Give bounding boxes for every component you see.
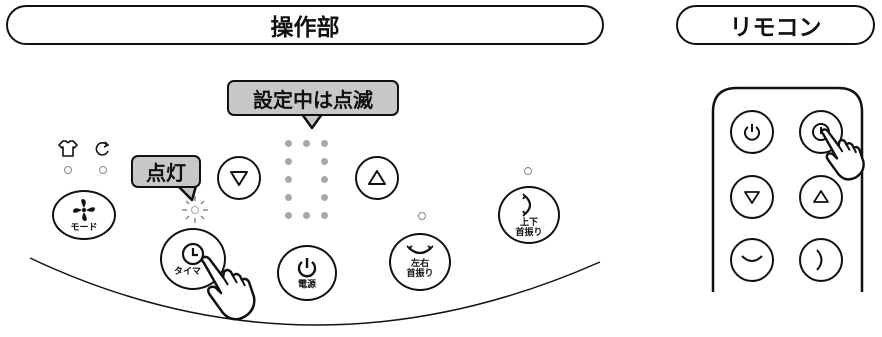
mode-button[interactable]: モード [52, 190, 116, 240]
shirt-icon [58, 140, 78, 157]
triangle-up-icon [813, 190, 829, 203]
power-button-label: 電源 [297, 280, 316, 290]
triangle-down-icon [744, 191, 760, 204]
pointing-hand-icon [820, 128, 865, 181]
horizontal-swing-button[interactable]: 左右 首振り [389, 233, 451, 291]
indicator-dot [321, 140, 328, 147]
remote-section-title: リモコン [729, 15, 822, 41]
indicator-dot [285, 158, 292, 165]
arc-arrow-vertical-icon [522, 193, 532, 217]
blink-callout-text: 設定中は点滅 [253, 87, 373, 112]
lit-callout-text: 点灯 [146, 161, 186, 185]
vertical-swing-label: 上下 首振り [515, 218, 543, 238]
indicator-dot [285, 212, 292, 219]
refresh-icon [95, 141, 110, 156]
timer-led [191, 206, 199, 214]
horizontal-swing-label: 左右 首振り [406, 259, 434, 279]
arc-arrow-horizontal-icon [741, 255, 763, 262]
arc-arrow-vertical-icon [816, 249, 823, 271]
lit-callout: 点灯 [131, 155, 201, 188]
triangle-up-icon [368, 170, 386, 185]
power-icon [744, 124, 760, 141]
down-button[interactable] [217, 156, 261, 200]
timer-button[interactable]: タイマ [160, 228, 226, 290]
arc-arrow-horizontal-icon [406, 245, 434, 255]
triangle-down-icon [230, 171, 248, 186]
remote-horizontal-swing-button[interactable] [730, 238, 774, 282]
fan-icon [73, 199, 95, 221]
mode-led-2 [99, 166, 107, 174]
power-icon [297, 258, 317, 278]
indicator-dot [285, 194, 292, 201]
panel-section-header: 操作部 [6, 5, 604, 45]
clock-icon [181, 242, 205, 266]
horizontal-swing-led [418, 212, 426, 220]
panel-section-title: 操作部 [270, 15, 340, 41]
indicator-dot [321, 158, 328, 165]
indicator-dot [285, 140, 292, 147]
timer-button-label: タイマ [174, 267, 202, 277]
lit-rays-icon [182, 196, 208, 223]
pointing-hand-icon [200, 255, 256, 321]
mode-led-1 [64, 166, 72, 174]
remote-vertical-swing-button[interactable] [799, 238, 843, 282]
remote-body-outline [711, 86, 864, 292]
indicator-dot [321, 212, 328, 219]
mode-button-label: モード [70, 223, 98, 233]
remote-up-button[interactable] [799, 175, 843, 219]
remote-power-button[interactable] [730, 110, 774, 154]
blink-callout: 設定中は点滅 [227, 80, 399, 116]
remote-section-header: リモコン [676, 5, 875, 45]
vertical-swing-button[interactable]: 上下 首振り [498, 186, 560, 244]
indicator-dot [303, 140, 310, 147]
indicator-dot [321, 176, 328, 183]
up-button[interactable] [355, 156, 399, 200]
indicator-dot [321, 194, 328, 201]
indicator-dot [303, 212, 310, 219]
power-button[interactable]: 電源 [277, 245, 337, 301]
indicator-dot [285, 176, 292, 183]
vertical-swing-led [524, 167, 532, 175]
remote-down-button[interactable] [730, 175, 774, 219]
